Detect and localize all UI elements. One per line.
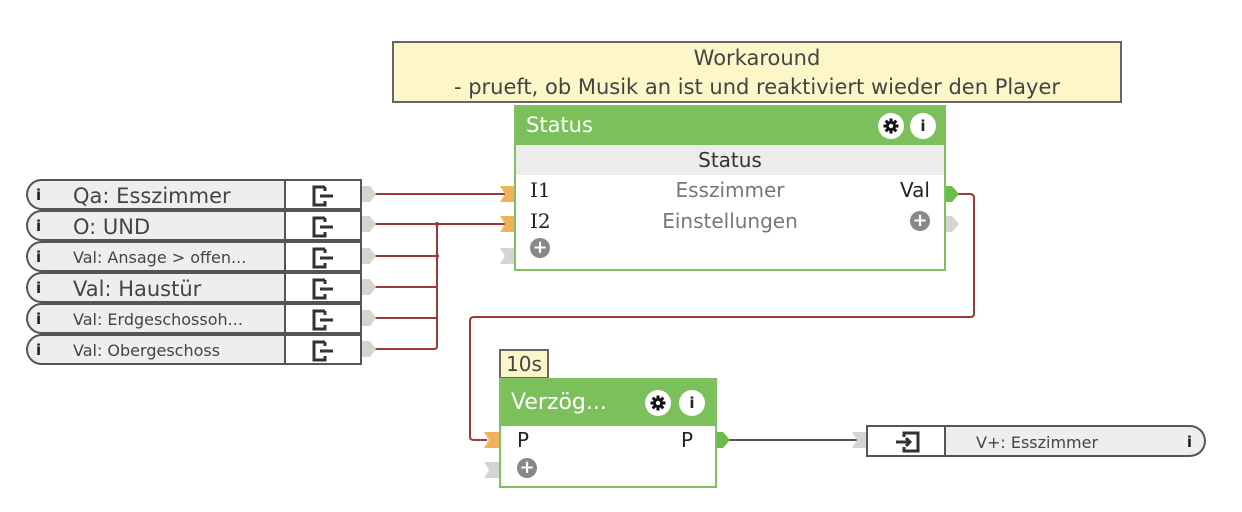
info-icon[interactable]: i xyxy=(36,310,42,328)
export-icon xyxy=(312,216,333,238)
input-connector[interactable]: i Val: Obergeschoss xyxy=(26,334,362,365)
info-icon[interactable]: i xyxy=(36,248,42,266)
connector-output-button[interactable] xyxy=(284,303,362,334)
port-description-i2: Einstellungen xyxy=(662,209,798,233)
info-icon[interactable]: i xyxy=(36,186,42,204)
comment-text: - prueft, ob Musik an ist und reaktivier… xyxy=(453,75,1061,99)
connector-label: Val: Ansage > offen... xyxy=(73,248,247,267)
status-block-title: Status xyxy=(526,113,593,137)
add-input-button[interactable]: + xyxy=(530,238,550,258)
input-port-add xyxy=(500,248,515,264)
connector-label: Qa: Esszimmer xyxy=(73,184,231,208)
input-port-i2 xyxy=(500,216,515,232)
connector-output-button[interactable] xyxy=(284,334,362,365)
status-block[interactable]: Status i Status I1 Esszimmer Val I2 Eins… xyxy=(514,105,946,271)
output-port-add xyxy=(945,216,959,232)
wire-junction xyxy=(435,254,439,258)
wire-bus-vertical xyxy=(375,224,438,350)
timer-badge[interactable]: 10s xyxy=(499,349,549,379)
connector-port-nub xyxy=(362,310,376,326)
port-description-i1: Esszimmer xyxy=(675,178,785,202)
add-output-button[interactable]: + xyxy=(910,211,930,231)
output-port-val xyxy=(945,186,959,202)
delay-row-add: + xyxy=(501,456,715,486)
connector-port-nub xyxy=(362,279,376,295)
delay-row-p: P P xyxy=(501,426,715,456)
connector-port-nub xyxy=(362,186,376,202)
comment-title: Workaround xyxy=(693,46,821,70)
gear-icon[interactable] xyxy=(878,113,904,139)
export-icon xyxy=(312,278,333,300)
connector-port-nub xyxy=(362,341,376,357)
port-label-i2: I2 xyxy=(530,209,551,233)
output-connector[interactable]: V+: Esszimmer i xyxy=(866,425,1206,457)
port-label-val: Val xyxy=(900,178,930,202)
output-port-p xyxy=(716,432,730,448)
input-port-i1 xyxy=(500,186,515,202)
delay-block-title: Verzög... xyxy=(511,390,607,415)
delay-block[interactable]: Verzög... i P P + xyxy=(499,378,717,488)
connector-port-nub xyxy=(362,216,376,232)
input-connector[interactable]: i O: UND xyxy=(26,210,362,241)
info-icon[interactable]: i xyxy=(36,279,42,297)
status-row-add: + xyxy=(516,237,944,265)
status-row-i2: I2 Einstellungen + xyxy=(516,206,944,237)
wire-junction xyxy=(435,222,439,226)
connector-input-button[interactable] xyxy=(866,425,946,457)
connector-output-button[interactable] xyxy=(284,241,362,272)
input-connector[interactable]: i Val: Ansage > offen... xyxy=(26,241,362,272)
connector-label: Val: Erdgeschossoh... xyxy=(73,310,243,329)
status-block-header[interactable]: Status i xyxy=(516,107,944,145)
info-icon[interactable]: i xyxy=(679,390,705,416)
connector-label: Val: Haustür xyxy=(73,277,202,301)
connector-output-button[interactable] xyxy=(284,179,362,210)
info-icon[interactable]: i xyxy=(36,217,42,235)
export-icon xyxy=(312,340,333,362)
output-connector-port xyxy=(852,432,866,448)
connector-port-nub xyxy=(362,248,376,264)
connector-output-button[interactable] xyxy=(284,272,362,303)
info-icon[interactable]: i xyxy=(1186,433,1192,451)
import-icon xyxy=(896,431,920,453)
status-row-i1: I1 Esszimmer Val xyxy=(516,175,944,206)
comment-box[interactable]: Workaround - prueft, ob Musik an ist und… xyxy=(392,41,1122,103)
gear-icon[interactable] xyxy=(645,390,671,416)
input-port-p xyxy=(484,432,499,448)
connector-label: O: UND xyxy=(73,215,151,239)
input-connector[interactable]: i Val: Haustür xyxy=(26,272,362,303)
add-input-button[interactable]: + xyxy=(517,458,537,478)
port-label-p-out: P xyxy=(680,428,693,452)
port-label-p-in: P xyxy=(517,428,530,452)
info-icon[interactable]: i xyxy=(910,113,936,139)
port-label-i1: I1 xyxy=(530,178,551,202)
delay-block-header[interactable]: Verzög... i xyxy=(501,380,715,426)
export-icon xyxy=(312,309,333,331)
export-icon xyxy=(312,185,333,207)
info-icon[interactable]: i xyxy=(36,341,42,359)
export-icon xyxy=(312,247,333,269)
input-connector[interactable]: i Val: Erdgeschossoh... xyxy=(26,303,362,334)
input-port-add xyxy=(484,462,499,478)
input-connector[interactable]: i Qa: Esszimmer xyxy=(26,179,362,210)
connector-output-button[interactable] xyxy=(284,210,362,241)
connector-label: Val: Obergeschoss xyxy=(73,341,221,360)
status-block-subtitle: Status xyxy=(516,145,944,175)
connector-label: V+: Esszimmer xyxy=(976,433,1099,452)
